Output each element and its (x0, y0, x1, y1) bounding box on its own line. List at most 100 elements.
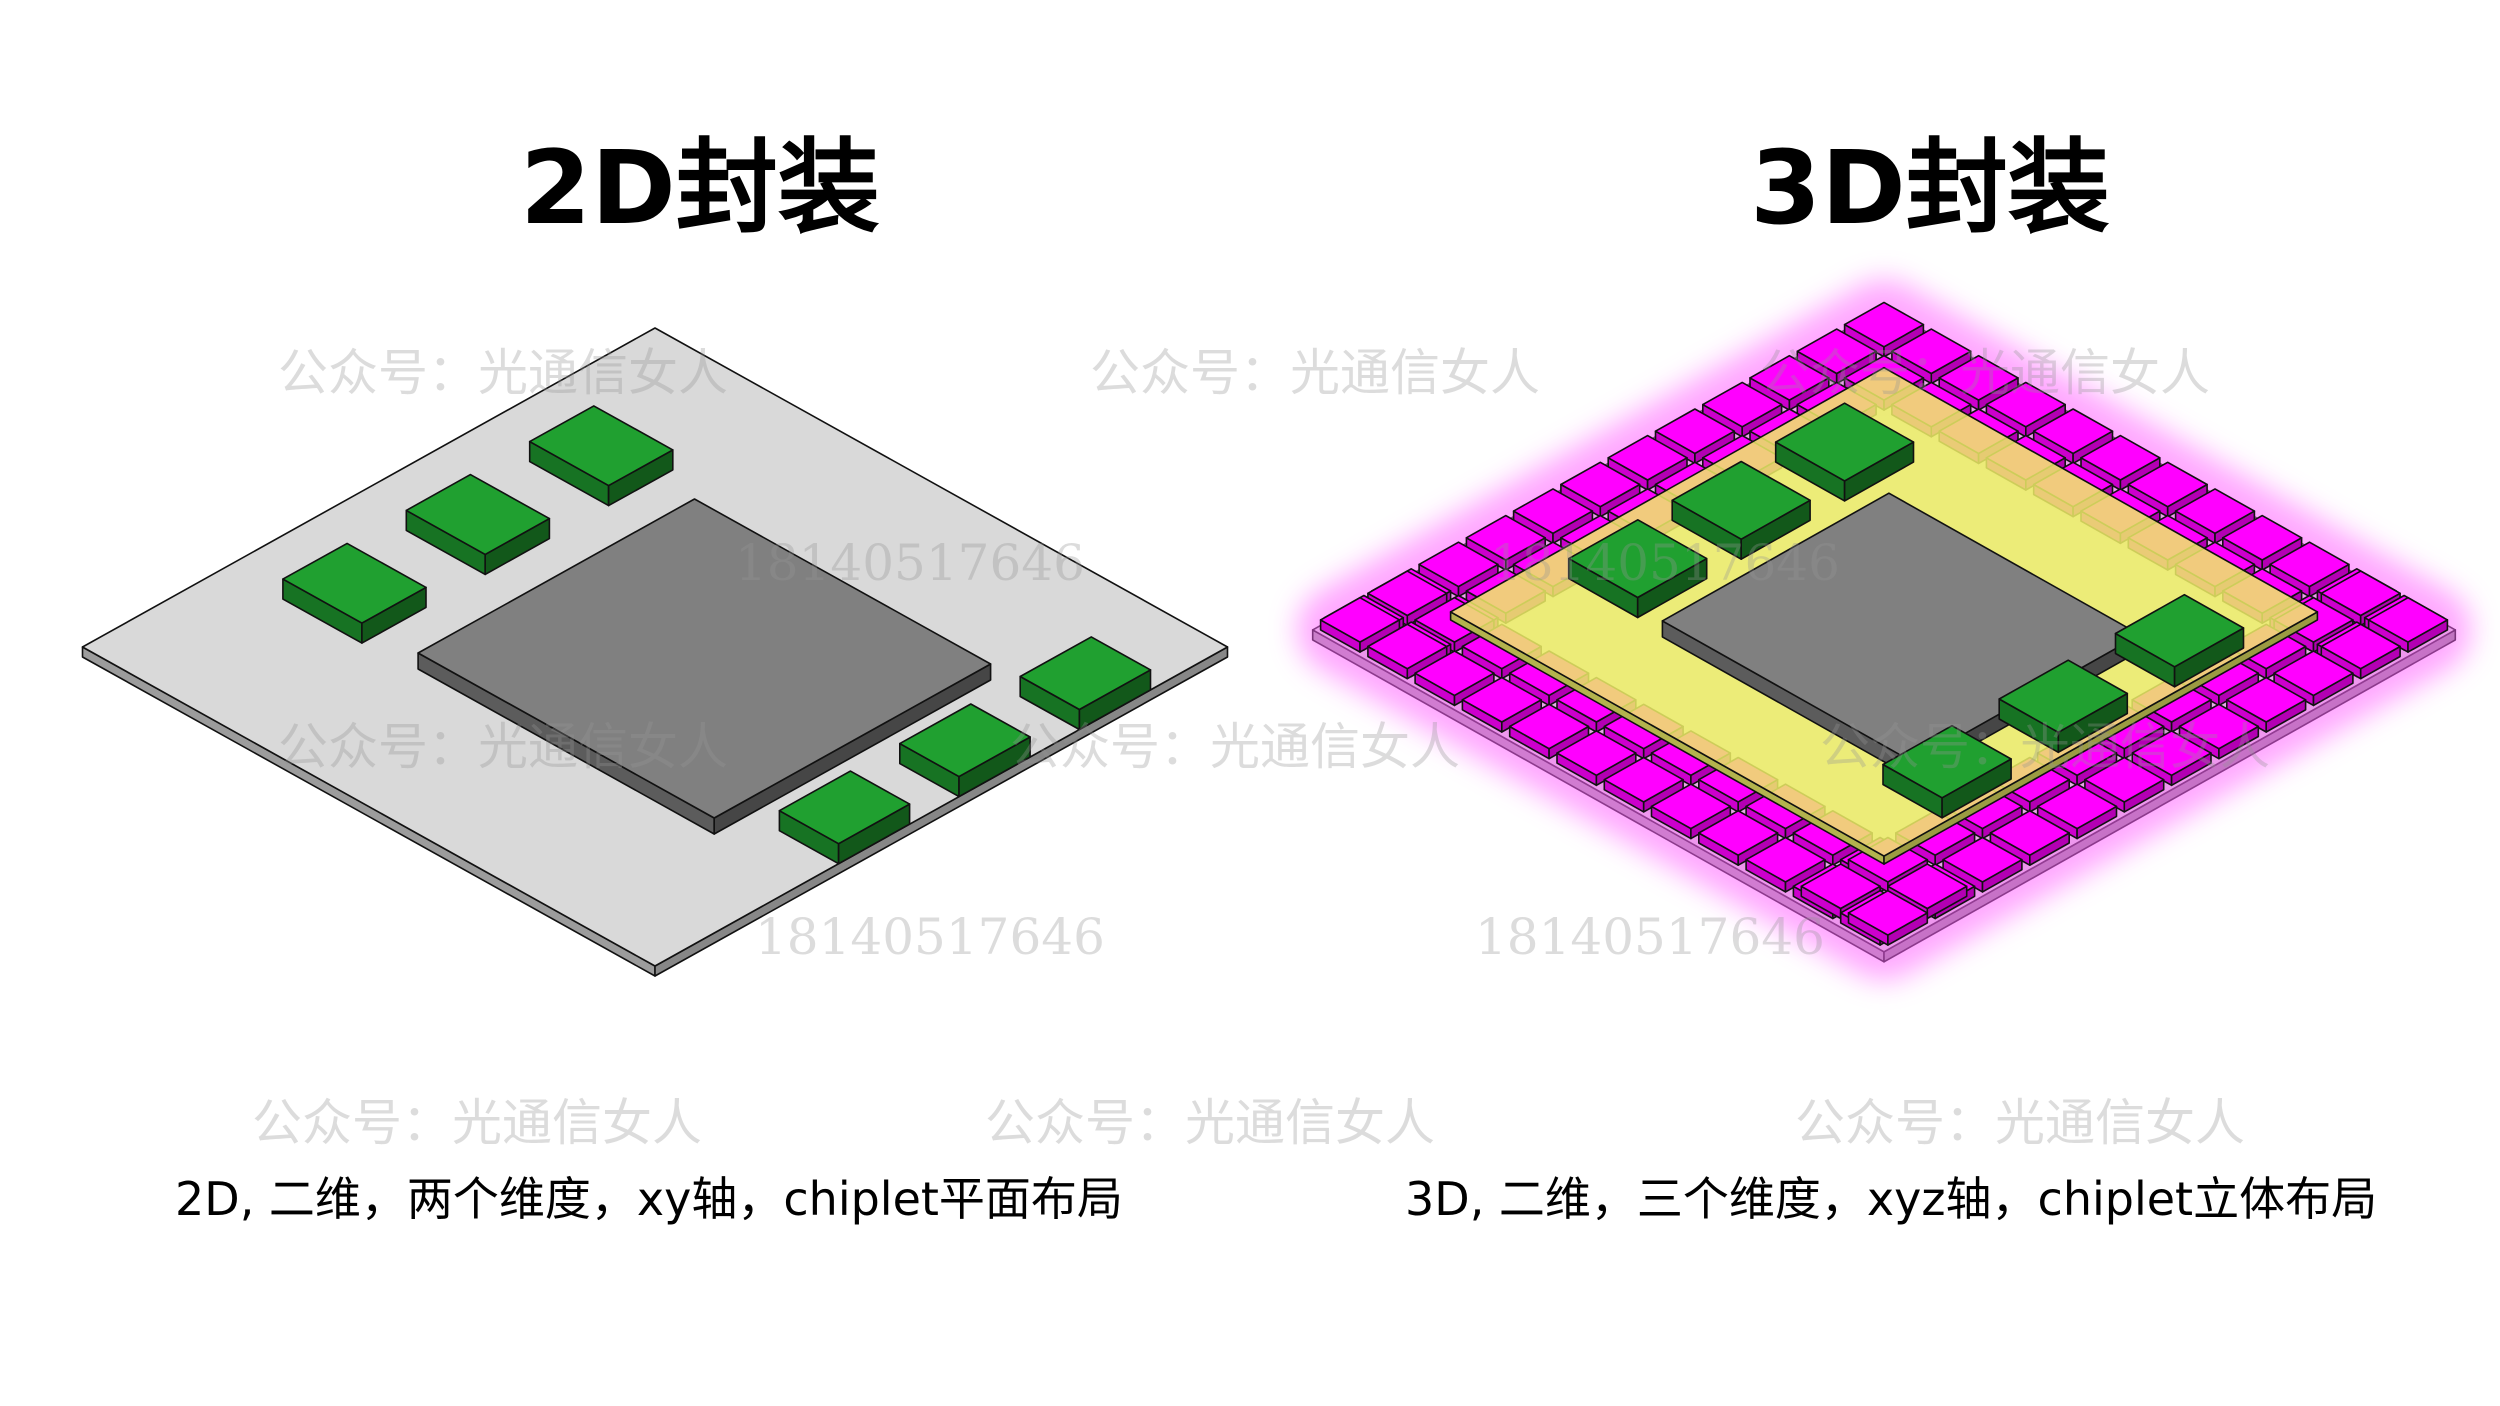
main-die (417, 498, 992, 835)
bump-pad-top (1800, 863, 1881, 910)
bump-pad (1319, 596, 1401, 653)
diagram-2d-package (81, 327, 1229, 977)
chiplet (1882, 724, 2012, 819)
diagram-3d-package (1297, 279, 2471, 981)
caption-3d: 3D, 二维，三个维度，xyz轴，chiplet立体布局 (1405, 1172, 2378, 1226)
bump-pad (1698, 809, 1779, 867)
bump-pad-top (1843, 301, 1925, 348)
chiplet (1019, 636, 1152, 731)
chiplet-top (282, 542, 427, 624)
bump-pad-top (1796, 328, 1877, 375)
bump-pad (2131, 730, 2212, 787)
bump-pad (1989, 809, 2070, 867)
chiplet-top (1998, 659, 2129, 734)
chiplet (1671, 460, 1811, 561)
bump-pad (1603, 756, 1684, 813)
bump-pad-top (1465, 514, 1546, 561)
chiplet-top (778, 770, 911, 845)
bump-pad-top (1414, 650, 1495, 697)
chiplet (1774, 402, 1915, 502)
chiplet (898, 703, 1031, 798)
bump-pad (1847, 889, 1929, 946)
bump-pad-top (1749, 354, 1830, 401)
title-2d-packaging: 2D封装 (520, 129, 880, 248)
bump-pad (2084, 756, 2165, 813)
bump-pad-top (2127, 461, 2208, 508)
bump-pad-top (1650, 783, 1732, 830)
bump-pad-top (2222, 514, 2303, 561)
bump-pad-top (2367, 596, 2449, 643)
chiplet (282, 542, 427, 644)
bump-pad-top (1989, 809, 2070, 857)
bump-pad (2080, 434, 2161, 491)
bump-pad-top (2226, 676, 2307, 723)
bump-pad-top (2131, 730, 2212, 777)
bump-pad-top (1603, 756, 1684, 803)
chiplet-top (1774, 402, 1915, 482)
bump-pad-top (1556, 730, 1637, 777)
bump-pad-top (1654, 408, 1736, 455)
chiplet-top (898, 703, 1031, 778)
bump-pad (1745, 836, 1826, 893)
bump-pad-top (2320, 623, 2401, 670)
bump-pad (1891, 328, 1972, 385)
bump-pad-top (1418, 541, 1499, 588)
bump-pad (1650, 783, 1732, 840)
bump-pad-top (1512, 488, 1594, 535)
bump-pad-top (2269, 541, 2350, 588)
bump-pad (1560, 461, 1641, 518)
chiplet-top (528, 405, 674, 487)
bump-pad (1985, 381, 2066, 438)
chiplet-top (1671, 460, 1811, 541)
chiplet-top (2114, 593, 2245, 668)
bump-pad-top (1942, 836, 2023, 883)
bump-pad-top (1560, 461, 1641, 508)
bump-pad-top (1367, 623, 1448, 670)
bump-pad (1942, 836, 2023, 893)
bump-pad-top (1367, 570, 1448, 617)
chiplet (405, 473, 551, 576)
bump-pad (2178, 703, 2260, 760)
bump-pad-top (2174, 488, 2256, 535)
chiplet (1568, 518, 1708, 619)
chiplet-top (1019, 636, 1152, 711)
bump-pad-top (2320, 570, 2401, 617)
bump-pad-top (2080, 434, 2161, 481)
bump-pad-top (1745, 836, 1826, 883)
caption-2d: 2D, 二维，两个维度，xy轴，chiplet平面布局 (175, 1172, 1123, 1226)
bump-pad-top (2036, 783, 2118, 830)
bump-pad-top (2032, 408, 2114, 455)
chiplet (528, 405, 674, 507)
title-3d-packaging: 3D封装 (1750, 129, 2110, 248)
chiplet-top (1882, 724, 2012, 799)
bump-pad (2367, 596, 2449, 653)
bump-pad (1367, 623, 1448, 680)
bump-pad-top (1985, 381, 2066, 428)
bump-pad-top (1319, 596, 1401, 643)
bump-pad (1749, 354, 1830, 411)
bump-pad (1418, 541, 1499, 598)
chiplet-top (1568, 518, 1708, 599)
bump-pad (1512, 488, 1594, 545)
bump-pad-top (1607, 434, 1688, 481)
bump-pad (2032, 408, 2114, 465)
bump-pad-top (1702, 381, 1783, 428)
bump-pad-top (1887, 863, 1968, 910)
bump-pad-top (1938, 354, 2019, 401)
bump-pad (1556, 730, 1637, 787)
chiplet (1998, 659, 2129, 754)
bump-pad (2273, 650, 2354, 707)
bump-pad-top (2273, 650, 2354, 697)
chiplet (2114, 593, 2245, 688)
chiplet (778, 770, 911, 865)
bump-pad-top (1698, 809, 1779, 857)
bump-pad-top (1891, 328, 1972, 375)
chiplet-top (405, 473, 551, 556)
bump-pad-top (1508, 703, 1590, 750)
bump-pad-top (2084, 756, 2165, 803)
bump-pad (2226, 676, 2307, 733)
bump-pad (1843, 301, 1925, 358)
bump-pad-top (2178, 703, 2260, 750)
bump-pad (1465, 514, 1546, 571)
